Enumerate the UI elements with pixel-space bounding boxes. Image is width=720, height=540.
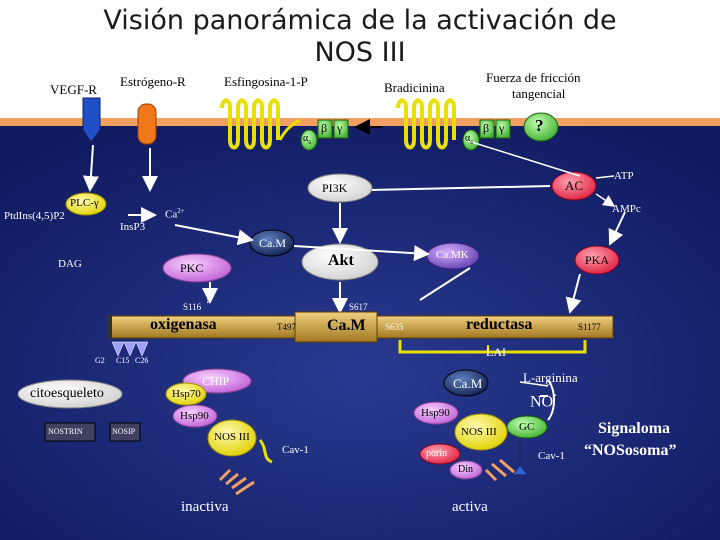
gc-node [506, 415, 548, 439]
unknown-sensor-label: ? [535, 116, 544, 135]
cav-left-label: Cav-1 [282, 444, 309, 456]
s1p-label: Esfingosina-1-P [224, 74, 308, 89]
oxygenase-label: oxigenasa [150, 316, 217, 333]
dyn-label: Din [458, 464, 473, 475]
enos-cam-domain [294, 311, 378, 343]
hsp70-label: Hsp70 [172, 388, 201, 400]
cytoskeleton-node [17, 379, 123, 409]
nos-right-label: NOS III [461, 426, 497, 438]
lai-bracket [398, 340, 587, 354]
gc-label: GC [519, 421, 535, 433]
cam-right-label: Ca.M [453, 376, 483, 391]
estrogen-receptor [137, 103, 157, 145]
calcium-label: Ca2+ [165, 207, 185, 221]
enos-cam-label: Ca.M [327, 317, 366, 334]
nos-right-node [454, 413, 508, 451]
porin-label: porin [426, 448, 448, 459]
s116-label: S116 [183, 302, 202, 312]
insp3-label: InsP3 [120, 221, 146, 233]
g-gamma-left-label: γ [337, 121, 343, 135]
pi3k-label: PI3K [322, 181, 348, 195]
g-beta-left-label: β [321, 121, 328, 135]
g-alpha-right-label: αs [465, 133, 473, 146]
caveola-left [218, 468, 255, 496]
pka-label: PKA [585, 253, 610, 267]
inactive-label: inactiva [181, 499, 229, 515]
s1177-label: S1177 [578, 322, 601, 332]
g2-label: G2 [95, 356, 105, 365]
pkc-question-label: ? [205, 292, 212, 307]
g-gamma-left [333, 119, 349, 139]
c26-label: C26 [135, 356, 149, 365]
s617-label: S617 [349, 302, 368, 312]
signaloma-label-2: “NOSosoma” [584, 442, 677, 459]
cytoskeleton-label: citoesqueleto [30, 386, 104, 401]
cam-right-node [443, 369, 489, 397]
hsp90-left-label: Hsp90 [180, 410, 209, 422]
lai-label: LAI [486, 345, 506, 359]
nostrin-node [44, 422, 96, 442]
hsp90-left-node [172, 404, 218, 428]
mechanosensor [523, 112, 559, 142]
title-line-1: Visión panorámica de la activación de [103, 5, 617, 36]
plasma-membrane [0, 118, 720, 126]
atp-label: ATP [614, 170, 634, 182]
active-label: activa [452, 499, 488, 515]
nosip-node [109, 422, 141, 442]
no-label: NO· [530, 388, 558, 411]
g-alpha-left [300, 129, 318, 151]
vegf-receptor [82, 97, 101, 143]
camk-label: Ca.MK [436, 249, 469, 261]
hsp70-node [165, 382, 207, 406]
pka-node [574, 245, 620, 275]
pkc-node [162, 253, 232, 283]
g-beta-right-label: β [483, 121, 490, 135]
ptdins-label: PtdIns(4,5)P2 [4, 210, 65, 222]
plc-label: PLC-γ [70, 197, 99, 209]
larginine-label: L-arginina [523, 370, 578, 385]
g-beta-right [479, 119, 495, 139]
title-line-2: NOS III [314, 37, 406, 68]
g-beta-left [317, 119, 333, 139]
shear-label-2: tangencial [512, 86, 566, 101]
chip-label: CHIP [202, 374, 230, 388]
hsp90-right-node [413, 401, 459, 425]
plc-node [65, 192, 107, 216]
ac-node [551, 171, 597, 201]
signaloma-label-1: Signaloma [598, 420, 671, 437]
pkc-label: PKC [180, 261, 204, 275]
porin-node [419, 443, 461, 465]
g-alpha-right [462, 129, 480, 151]
amp-label: AMPc [612, 203, 641, 215]
bradykinin-label: Bradicinina [384, 80, 445, 95]
t497-label: T497 [277, 322, 296, 332]
caveola-right [484, 458, 515, 482]
pi3k-node [307, 173, 373, 203]
akt-node [301, 243, 379, 281]
hsp90-right-label: Hsp90 [421, 407, 450, 419]
ac-label: AC [565, 178, 584, 193]
nos-left-label: NOS III [214, 431, 250, 443]
nostrin-label: NOSTRIN [48, 427, 83, 436]
c15-label: C15 [116, 356, 130, 365]
cav-right-label: Cav-1 [538, 450, 565, 462]
cam-label: Ca.M [259, 236, 286, 250]
vegfr-label: VEGF-R [50, 82, 97, 97]
dynamin-node [449, 460, 483, 480]
reductase-label: reductasa [466, 316, 533, 333]
s635-label: S635 [385, 322, 404, 332]
g-alpha-left-label: αs [303, 133, 311, 146]
s1p-receptor [220, 98, 280, 150]
dag-label: DAG [58, 258, 82, 270]
akt-label: Akt [328, 252, 354, 269]
g-gamma-right [495, 119, 511, 139]
nos-left-node [207, 419, 257, 457]
shear-label-1: Fuerza de fricción [486, 70, 581, 85]
estrogen-label: Estrógeno-R [120, 74, 186, 89]
g-gamma-right-label: γ [499, 121, 505, 135]
bradykinin-receptor [396, 98, 456, 150]
nosip-label: NOSIP [112, 427, 136, 436]
